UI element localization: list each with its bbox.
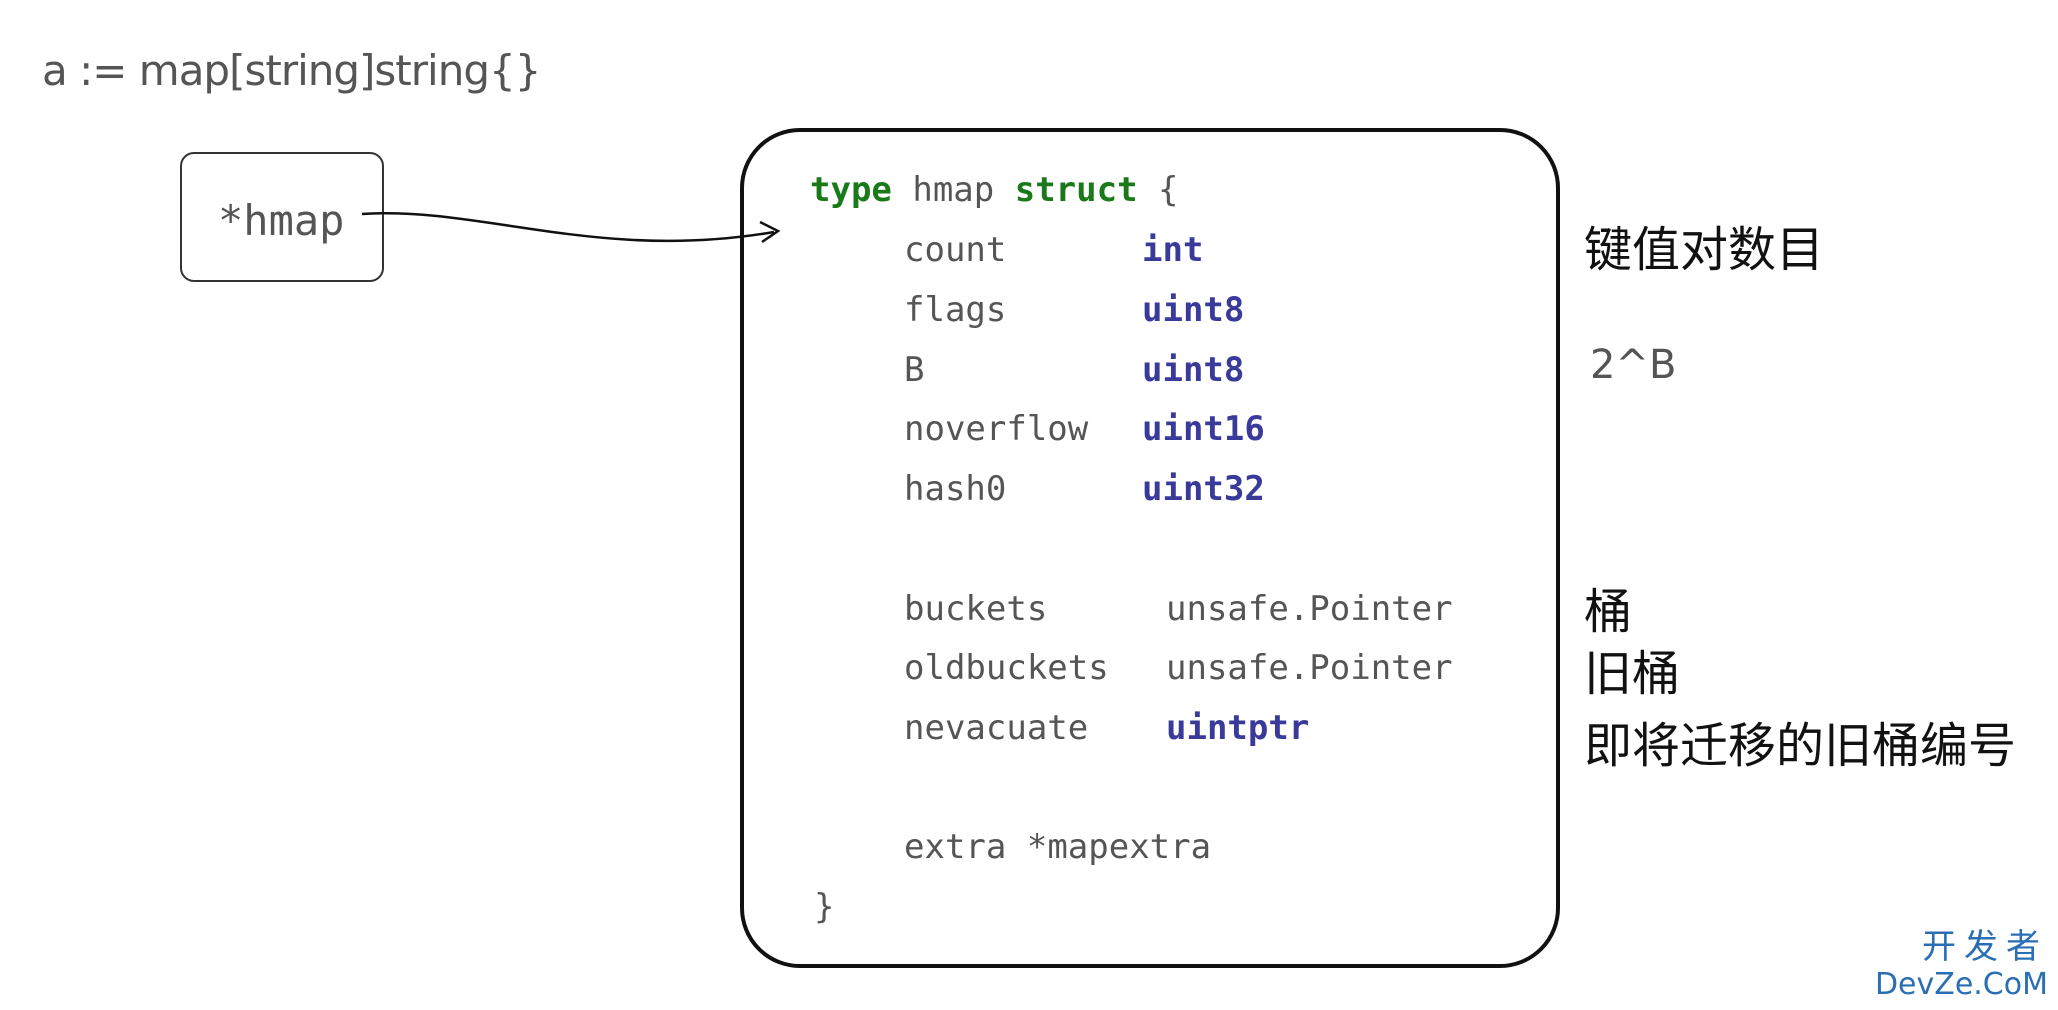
field-name-hash0: hash0 (904, 469, 1007, 509)
open-brace: { (1137, 170, 1179, 210)
keyword-type: type (810, 170, 892, 210)
annotation-b: 2^B (1590, 342, 1677, 388)
struct-header: type hmap struct { (810, 170, 1179, 210)
field-type-hash0: uint32 (1142, 469, 1265, 509)
keyword-struct: struct (1014, 170, 1138, 210)
field-name-extra: extra (904, 827, 1007, 867)
map-declaration: a := map[string]string{} (42, 46, 541, 95)
field-type-oldbuckets: unsafe.Pointer (1166, 648, 1453, 688)
field-name-noverflow: noverflow (904, 409, 1089, 449)
hmap-struct-box (740, 128, 1560, 968)
field-name-flags: flags (904, 290, 1007, 330)
watermark-bottom: DevZe.CoM (1874, 967, 2048, 1002)
field-type-b: uint8 (1142, 350, 1245, 390)
field-type-buckets: unsafe.Pointer (1166, 589, 1453, 629)
close-brace: } (814, 887, 835, 927)
field-name-buckets: buckets (904, 589, 1048, 629)
annotation-buckets: 桶 (1584, 584, 1633, 640)
watermark-top: 开发者 (1922, 927, 2048, 967)
annotation-count: 键值对数目 (1584, 222, 1825, 278)
annotation-nevacuate: 即将迁移的旧桶编号 (1584, 718, 2017, 774)
field-name-oldbuckets: oldbuckets (904, 648, 1109, 688)
field-name-count: count (904, 230, 1007, 270)
field-extra: extra *mapextra (904, 827, 1211, 867)
field-type-extra: *mapextra (1026, 827, 1212, 867)
field-type-noverflow: uint16 (1142, 409, 1265, 449)
field-type-nevacuate: uintptr (1166, 708, 1310, 748)
field-type-flags: uint8 (1142, 290, 1245, 330)
annotation-oldbuckets: 旧桶 (1584, 646, 1681, 702)
field-type-count: int (1142, 230, 1204, 270)
pointer-label: *hmap (218, 196, 345, 245)
struct-name: hmap (891, 170, 1015, 210)
arrow-curve (361, 212, 775, 243)
field-name-b: B (904, 350, 925, 390)
field-name-nevacuate: nevacuate (904, 708, 1089, 748)
